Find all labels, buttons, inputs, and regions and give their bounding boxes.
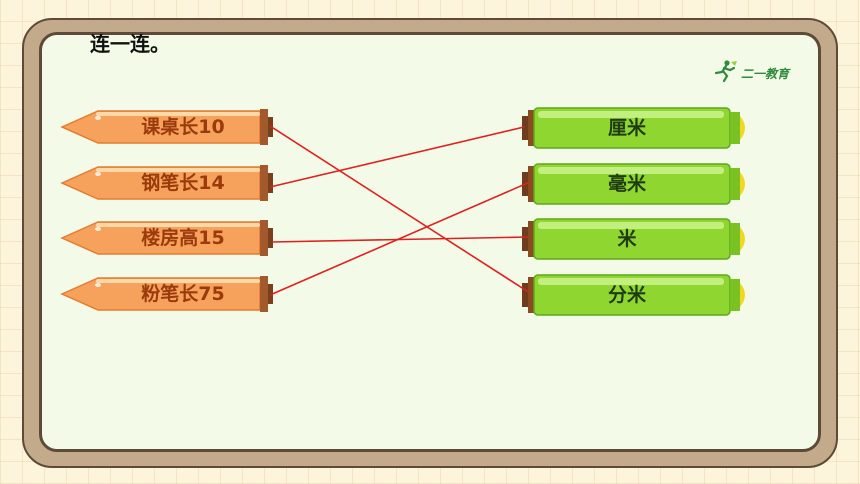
connection-line-3 [271, 236, 529, 243]
pencil-icon [60, 109, 273, 145]
item-pencil-3[interactable]: 楼房高15 [60, 217, 275, 259]
unit-bar-1[interactable]: 厘米 [520, 106, 752, 150]
item-label: 粉笔长75 [141, 283, 225, 305]
pencil-icon [60, 276, 273, 312]
item-pencil-4[interactable]: 粉笔长75 [60, 273, 275, 315]
unit-label: 厘米 [607, 117, 646, 139]
runner-icon [712, 59, 738, 87]
instruction-text: 连一连。 [90, 32, 170, 56]
item-pencil-1[interactable]: 课桌长10 [60, 106, 275, 148]
logo: 二一教育 [712, 60, 802, 86]
item-label: 钢笔长14 [141, 172, 225, 194]
glue-stick-icon [522, 274, 745, 316]
unit-label: 米 [617, 228, 637, 250]
item-pencil-2[interactable]: 钢笔长14 [60, 162, 275, 204]
item-label: 课桌长10 [141, 116, 225, 138]
item-label: 楼房高15 [141, 227, 225, 249]
glue-stick-icon [522, 107, 745, 149]
logo-text: 二一教育 [741, 66, 790, 81]
pencil-icon [60, 165, 273, 201]
unit-bar-3[interactable]: 米 [520, 217, 752, 261]
glue-stick-icon [522, 218, 745, 260]
unit-label: 毫米 [607, 173, 646, 195]
connection-line-2 [269, 126, 525, 188]
unit-bar-2[interactable]: 毫米 [520, 162, 752, 206]
unit-label: 分米 [607, 284, 646, 306]
pencil-icon [60, 220, 273, 256]
glue-stick-icon [522, 163, 745, 205]
connection-line-4 [269, 181, 531, 296]
unit-bar-4[interactable]: 分米 [520, 273, 752, 317]
connection-line-1 [269, 125, 531, 294]
